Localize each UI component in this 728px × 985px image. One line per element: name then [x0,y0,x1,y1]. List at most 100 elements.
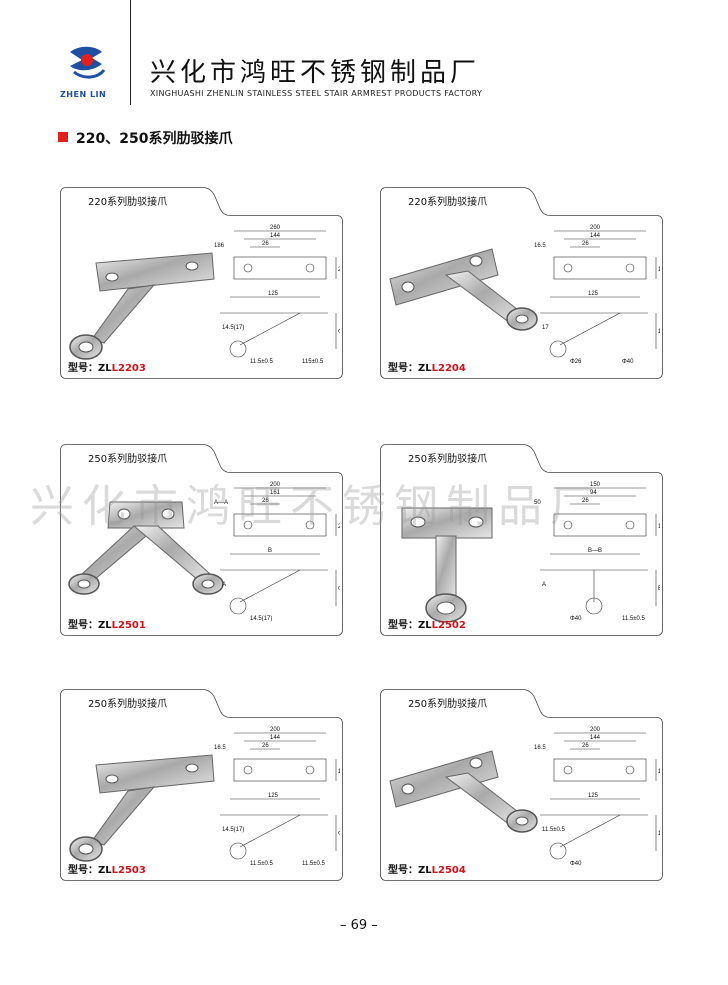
dimension-label: B—B [588,548,602,554]
model-number: 型号：ZLL2502 [388,616,466,631]
model-number: 型号：ZLL2504 [388,861,466,876]
dimension-label: B [268,548,272,554]
technical-drawing: 150942650100125A—AB—BABΦ26Φ4011.5±0.5 [534,482,660,622]
card-title: 250系列肋驳接爪 [408,454,488,465]
dimension-label: 100 [338,769,340,775]
dimension-label: Φ26 [570,359,582,365]
product-card: 20016126A—A25011.5±0.5115±0.5BAΦ40Φ2614.… [60,444,343,636]
dimension-label: 200 [270,727,281,733]
dimension-label: 100 [658,769,660,775]
dimension-label: 20 [338,267,340,273]
dimension-label: 200 [590,225,601,231]
product-card: 2001442616.5100503012514.5(17)Φ402511.5±… [60,689,343,881]
technical-drawing: 20016126A—A25011.5±0.5115±0.5BAΦ40Φ2614.… [214,482,340,622]
product-card: 150942650100125A—AB—BABΦ26Φ4011.5±0.5250… [380,444,663,636]
card-frame [60,689,343,881]
dimension-label: 144 [270,735,281,741]
dimension-label: A [542,582,546,588]
model-code: L2501 [111,620,146,631]
product-card: 2001442616.510050301251711.5±0.511.5±0.5… [380,187,663,379]
dimension-label: 11.5±0.5 [658,329,660,335]
dimension-label: 161 [270,490,281,496]
section-title: 220、250系列肋驳接爪 [76,131,233,147]
dimension-label: 16.5 [534,243,546,249]
model-code: L2502 [431,620,466,631]
dimension-label: 11.5±0.5 [622,616,646,622]
product-photo [389,248,538,331]
dimension-label: 26 [262,743,269,749]
model-prefix: 型号：ZL [388,620,432,631]
dimension-label: 26 [262,241,269,247]
card-title: 220系列肋驳接爪 [88,197,168,208]
card-title: 250系列肋驳接爪 [408,699,488,710]
dimension-label: 11.5±0.5 [250,359,274,365]
dimension-label: B [658,586,660,592]
technical-drawing: 26014426186205010012514.5(17)Φ402511.5±0… [214,225,340,365]
dimension-label: Φ40 [570,616,582,622]
dimension-label: Φ40 [338,586,340,592]
dimension-label: 250 [338,524,340,530]
dimension-label: 100 [658,267,660,273]
model-number: 型号：ZLL2503 [68,861,146,876]
dimension-label: 16.5 [534,745,546,751]
dimension-label: 150 [590,482,601,488]
dimension-label: 26 [582,241,589,247]
dimension-label: 125 [268,291,279,297]
product-photo [401,507,493,623]
model-code: L2503 [111,865,146,876]
dimension-label: 200 [270,482,281,488]
dimension-label: 11.5±0.5 [658,831,660,837]
dimension-label: 16.5 [214,745,226,751]
technical-drawing: 2001442616.5100503012511.5±0.511.5±0.5Φ2… [534,727,660,867]
section-marker-icon [58,132,68,142]
company-name-en: XINGHUASHI ZHENLIN STAINLESS STEEL STAIR… [150,89,483,98]
dimension-label: 14.5(17) [222,827,244,833]
model-prefix: 型号：ZL [68,620,112,631]
zhenlin-logo-icon [62,42,110,86]
dimension-label: 100 [658,524,660,530]
product-photo [69,754,215,862]
dimension-label: 125 [588,793,599,799]
product-card: 2001442616.5100503012511.5±0.511.5±0.5Φ2… [380,689,663,881]
model-number: 型号：ZLL2204 [388,359,466,374]
dimension-label: 94 [590,490,597,496]
product-photo [69,252,215,360]
dimension-label: 17 [542,325,549,331]
dimension-label: Φ40 [338,329,340,335]
dimension-label: 144 [590,735,601,741]
logo-text: ZHEN LIN [60,90,107,99]
technical-drawing: 2001442616.5100503012514.5(17)Φ402511.5±… [214,727,340,867]
model-number: 型号：ZLL2501 [68,616,146,631]
technical-drawing: 2001442616.510050301251711.5±0.511.5±0.5… [534,225,660,365]
page-number: – 69 – [340,918,378,933]
card-title: 220系列肋驳接爪 [408,197,488,208]
dimension-label: 11.5±0.5 [250,861,274,867]
model-prefix: 型号：ZL [68,363,112,374]
card-frame [60,187,343,379]
card-frame [380,187,663,379]
dimension-label: Φ40 [570,861,582,867]
dimension-label: 260 [270,225,281,231]
model-number: 型号：ZLL2203 [68,359,146,374]
dimension-label: 144 [590,233,601,239]
dimension-label: 26 [582,743,589,749]
model-prefix: 型号：ZL [388,865,432,876]
dimension-label: A [222,582,226,588]
dimension-label: 200 [590,727,601,733]
dimension-label: 14.5(17) [222,325,244,331]
company-name-cn: 兴化市鸿旺不锈钢制品厂 [150,58,481,88]
card-title: 250系列肋驳接爪 [88,454,168,465]
card-frame [380,689,663,881]
product-photo [389,750,538,833]
product-card: 26014426186205010012514.5(17)Φ402511.5±0… [60,187,343,379]
card-frame [380,444,663,636]
model-prefix: 型号：ZL [68,865,112,876]
dimension-label: 26 [262,498,269,504]
dimension-label: 186 [214,243,225,249]
dimension-label: Φ40 [622,359,634,365]
card-title: 250系列肋驳接爪 [88,699,168,710]
dimension-label: Φ40 [338,831,340,837]
dimension-label: 26 [582,498,589,504]
product-photo [68,501,224,595]
dimension-label: 14.5(17) [250,616,272,622]
